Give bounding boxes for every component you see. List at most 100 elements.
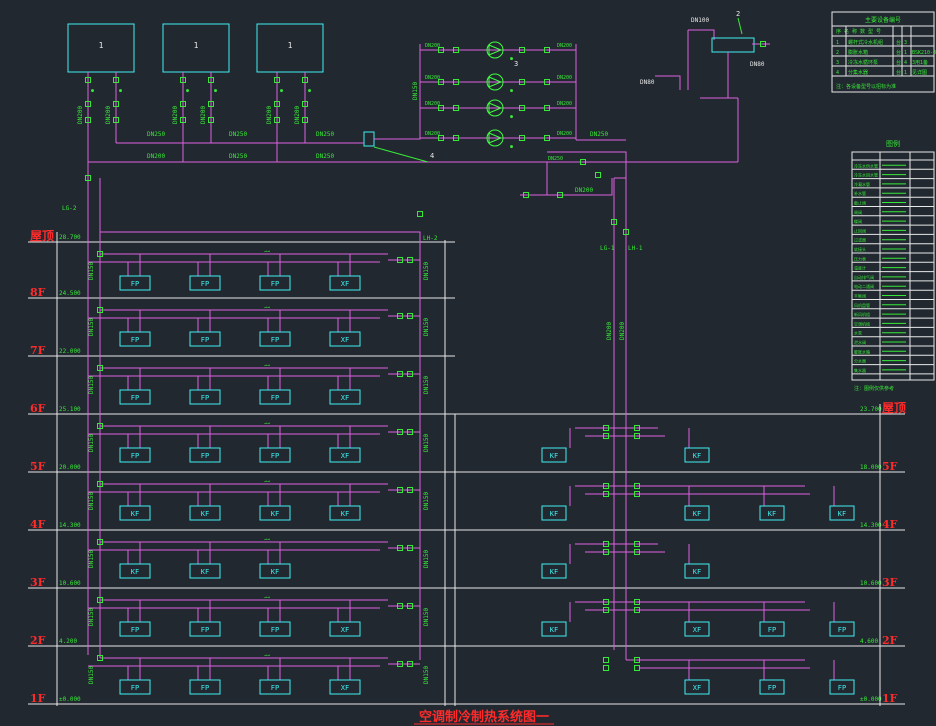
- fan-coil-unit: [189, 563, 221, 579]
- valve-icon: [453, 105, 459, 111]
- legend-row-name: 温度计: [854, 265, 866, 271]
- valve-icon: [634, 599, 640, 605]
- floor-label-right: 屋顶: [882, 401, 906, 415]
- valve-icon: [603, 425, 609, 431]
- fan-coil-unit: [329, 621, 361, 637]
- pipe-size-label: DN80: [750, 61, 765, 68]
- legend-row-name: 风机盘管: [854, 302, 870, 308]
- floor-label-left: 1F: [30, 692, 46, 705]
- pipe-size-label: DN200: [172, 106, 179, 124]
- valve-icon: [97, 597, 103, 603]
- valve-icon: [85, 101, 91, 107]
- floor-elevation-left: 28.700: [59, 234, 81, 241]
- unit-label: XF: [341, 280, 349, 288]
- valve-icon: [180, 117, 186, 123]
- pipe-size-label: DN200: [606, 322, 613, 340]
- table-cell: 膨胀水箱: [848, 49, 868, 56]
- valve-icon: [453, 47, 459, 53]
- valve-icon: [603, 665, 609, 671]
- valve-icon: [208, 101, 214, 107]
- pump-icon: [486, 129, 504, 147]
- pipe-size-label: DN200: [105, 106, 112, 124]
- valve-icon: [438, 135, 444, 141]
- unit-label: FP: [201, 394, 209, 402]
- legend-row-name: 新风机组: [854, 311, 870, 317]
- unit-label: KF: [271, 510, 279, 518]
- pipe-size-label: DN250: [147, 131, 165, 138]
- unit-label: FP: [201, 452, 209, 460]
- valve-icon: [634, 491, 640, 497]
- floor-label-left: 屋顶: [30, 229, 54, 243]
- table-cell: 4: [904, 60, 907, 66]
- table-cell: 1: [904, 70, 907, 76]
- riser-label: LG-1: [600, 245, 615, 252]
- chiller-number: 1: [99, 41, 104, 50]
- valve-icon: [97, 655, 103, 661]
- table-cell: 1: [836, 40, 839, 46]
- unit-label: KF: [550, 510, 558, 518]
- pipe-size-label: DN150: [88, 608, 95, 626]
- unit-label: XF: [341, 684, 349, 692]
- floor-elevation-left: 24.500: [59, 290, 81, 297]
- pipe-size-label: DN250: [548, 156, 563, 162]
- riser-label: LH-2: [423, 235, 438, 242]
- floor-label-left: 7F: [30, 344, 46, 357]
- valve-icon: [603, 483, 609, 489]
- pipe-size-label: DN200: [425, 101, 440, 107]
- callout-number: 3: [514, 60, 518, 68]
- fan-coil-unit: [119, 563, 151, 579]
- floor-label-right: 5F: [882, 460, 898, 473]
- pipe-size-label: DN200: [557, 75, 572, 81]
- valve-icon: ⊸⊸: [264, 363, 270, 369]
- floor-label-left: 2F: [30, 634, 46, 647]
- legend-table-frame: [851, 151, 935, 381]
- pipe-size-label: DN200: [619, 322, 626, 340]
- fan-coil-unit: [119, 679, 151, 695]
- valve-icon: [397, 661, 403, 667]
- legend-row-name: 压力表: [854, 255, 866, 261]
- legend-row-name: 冷凝水管: [854, 181, 870, 187]
- gauge-icon: ●: [510, 144, 513, 150]
- table-cell: 4: [836, 70, 839, 76]
- fan-coil-unit: [119, 331, 151, 347]
- pump-icon: [486, 99, 504, 117]
- unit-label: FP: [271, 626, 279, 634]
- legend-row-name: 空调机组: [854, 320, 870, 326]
- valve-icon: [397, 429, 403, 435]
- valve-icon: [180, 101, 186, 107]
- valve-icon: [302, 117, 308, 123]
- floor-elevation-right: 14.300: [860, 522, 882, 529]
- unit-label: FP: [131, 626, 139, 634]
- table-cell: 螺杆式冷水机组: [848, 39, 883, 46]
- pipe-size-label: DN150: [88, 492, 95, 510]
- legend-row-name: 止回阀: [854, 227, 866, 233]
- table-cell: 2: [836, 50, 839, 56]
- valve-icon: [438, 47, 444, 53]
- valve-icon: [760, 41, 766, 47]
- legend-row-name: 水泵: [854, 330, 862, 336]
- unit-label: FP: [201, 626, 209, 634]
- pipe-size-label: DN150: [423, 608, 430, 626]
- fan-coil-unit: [541, 505, 567, 521]
- pipe-size-label: DN150: [88, 666, 95, 684]
- unit-label: KF: [693, 568, 701, 576]
- floor-label-right: 1F: [882, 692, 898, 705]
- unit-label: XF: [341, 336, 349, 344]
- leader-line: [737, 17, 743, 35]
- fan-coil-unit: [329, 679, 361, 695]
- fan-coil-unit: [259, 563, 291, 579]
- unit-label: KF: [131, 568, 139, 576]
- legend-row-name: 过滤器: [854, 237, 866, 243]
- pipe-size-label: DN150: [412, 82, 419, 100]
- pipe-size-label: DN250: [229, 153, 247, 160]
- valve-icon: [208, 117, 214, 123]
- equipment-table-note: 注：各设备型号以招标为准: [836, 83, 896, 90]
- pipe-size-label: DN150: [88, 434, 95, 452]
- pipe-size-label: DN250: [316, 153, 334, 160]
- valve-icon: [603, 491, 609, 497]
- gauge-icon: ●: [280, 88, 283, 94]
- pipe: [520, 178, 613, 196]
- pipe-size-label: DN150: [423, 666, 430, 684]
- valve-icon: [519, 135, 525, 141]
